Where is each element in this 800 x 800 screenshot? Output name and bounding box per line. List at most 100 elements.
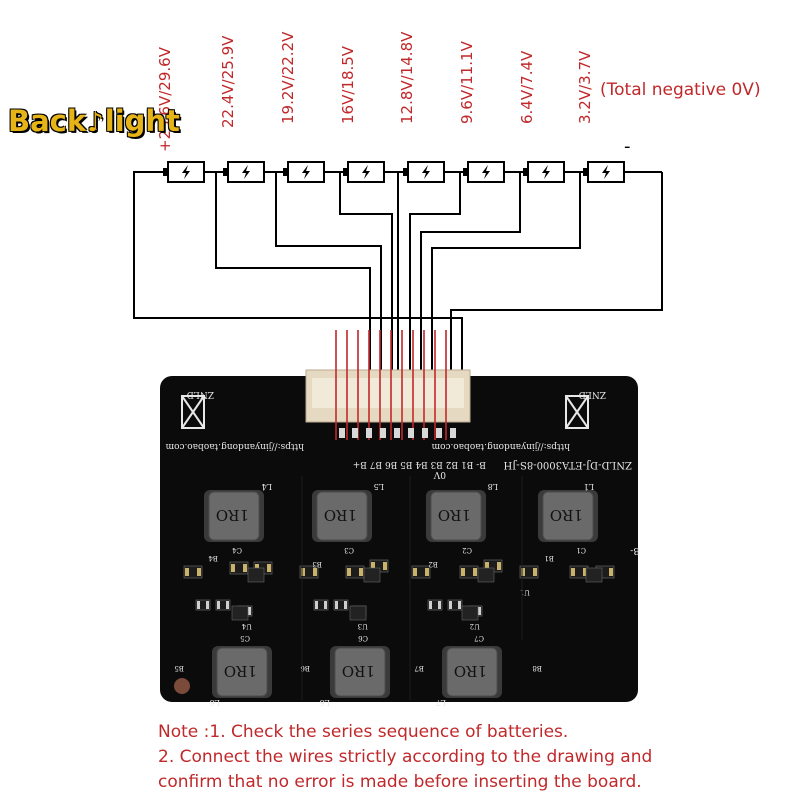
smd-end xyxy=(243,564,247,572)
inductor-body xyxy=(334,647,386,697)
znld-cross-b xyxy=(181,395,205,429)
connector-pin-8 xyxy=(436,428,442,438)
cap-label-3: C2 xyxy=(462,546,472,554)
smd-end xyxy=(609,568,613,576)
battery-cell-6 xyxy=(463,161,505,183)
smd-end xyxy=(371,562,375,570)
smd-small-1 xyxy=(195,599,211,611)
b-label-lower-3: B7 xyxy=(414,664,424,672)
smd-end xyxy=(226,601,229,609)
cap-label-4: C1 xyxy=(576,546,586,554)
znld-frame xyxy=(181,395,205,429)
b-label-3: B2 xyxy=(428,560,438,568)
smd-end xyxy=(458,601,461,609)
smd-end xyxy=(429,601,432,609)
connector-pin-6 xyxy=(408,428,414,438)
smd-end xyxy=(449,601,452,609)
battery-cell-2 xyxy=(223,161,265,183)
cell-label-6: 9.6V/11.1V xyxy=(458,41,476,124)
cap-label-lower-2: C6 xyxy=(358,634,368,642)
battery-cell-4 xyxy=(343,161,385,183)
ic-chip-3 xyxy=(461,605,479,621)
b-label-lower-1: B5 xyxy=(174,664,184,672)
logo-part2: light xyxy=(104,104,180,138)
inductor-marking: 1RO xyxy=(224,662,257,680)
zero-volt-label: 0V xyxy=(433,469,446,479)
lightning-icon xyxy=(242,165,250,179)
cap-label-lower-3: C7 xyxy=(474,634,484,642)
inductor-label-top-2: L5 xyxy=(374,482,384,491)
wire-b5 xyxy=(339,172,393,442)
smd-end xyxy=(473,568,477,576)
smd-end xyxy=(335,601,338,609)
inductor-label-top-3: L8 xyxy=(488,482,498,491)
smd-end xyxy=(438,601,441,609)
cell-label-7: 6.4V/7.4V xyxy=(518,50,536,124)
inductor-4: 1RO xyxy=(538,490,598,542)
battery-cell-8 xyxy=(583,161,625,183)
wire-b-plus xyxy=(133,171,463,442)
battery-cell-3 xyxy=(283,161,325,183)
smd-end xyxy=(425,568,429,576)
wire-b6 xyxy=(275,172,382,442)
battery-terminal xyxy=(223,168,228,176)
inductor-body xyxy=(316,491,368,541)
note-line-2: 2. Connect the wires strictly according … xyxy=(158,747,653,767)
inductor-marking: 1RO xyxy=(216,506,249,524)
note-line-1: Note :1. Check the series sequence of ba… xyxy=(158,722,569,742)
smd-end xyxy=(533,568,537,576)
inductor-label-top-1: L4 xyxy=(262,482,272,491)
smd-end xyxy=(347,568,351,576)
brand-logo: Back♪light xyxy=(8,104,180,138)
smd-end xyxy=(583,568,587,576)
inductor-7: 1RO xyxy=(442,646,502,698)
smd-end xyxy=(344,601,347,609)
znld-box-icon xyxy=(565,395,589,429)
u-label-4: U1 xyxy=(520,588,530,596)
battery-terminal xyxy=(283,168,288,176)
cap-label-1: C4 xyxy=(232,546,242,554)
smd-end xyxy=(324,601,327,609)
smd-small-8 xyxy=(447,599,463,611)
b-minus-label: B- xyxy=(630,545,640,555)
inductor-marking: 1RO xyxy=(550,506,583,524)
inductor-body xyxy=(542,491,594,541)
brand-label-left: ZNLD xyxy=(187,389,214,399)
znld-box-icon xyxy=(181,395,205,429)
inductor-label-top-4: L1 xyxy=(584,482,594,491)
smd-end xyxy=(231,564,235,572)
battery-cell-5 xyxy=(403,161,445,183)
smd-small-2 xyxy=(215,599,231,611)
cap-label-lower-1: C5 xyxy=(240,634,250,642)
inductor-3: 1RO xyxy=(426,490,486,542)
u-label-2: U3 xyxy=(358,622,368,630)
negative-terminal-symbol: - xyxy=(624,136,631,157)
inductor-body xyxy=(446,647,498,697)
connector-pin-1 xyxy=(339,428,345,438)
smd-small-7 xyxy=(427,599,443,611)
inductor-body xyxy=(216,647,268,697)
smd-end xyxy=(497,562,501,570)
smd-end xyxy=(248,607,251,615)
b-label-2: B3 xyxy=(312,560,322,568)
ic-chip-6 xyxy=(477,567,495,583)
smd-end xyxy=(413,568,417,576)
wire-b2 xyxy=(420,172,521,442)
znld-frame xyxy=(565,395,589,429)
inductor-marking: 1RO xyxy=(324,506,357,524)
battery-cell-7 xyxy=(523,161,565,183)
inductor-marking: 1RO xyxy=(438,506,471,524)
lightning-icon xyxy=(602,165,610,179)
url-label-right: https://jinyandong.taobao.com xyxy=(431,441,570,451)
battery-terminal xyxy=(583,168,588,176)
cell-label-5: 12.8V/14.8V xyxy=(398,31,416,124)
music-note-icon: ♪ xyxy=(87,108,104,138)
smd-end xyxy=(383,562,387,570)
cell-label-2: 22.4V/25.9V xyxy=(219,35,237,128)
connector-pin-2 xyxy=(352,428,358,438)
connector-socket xyxy=(312,378,464,408)
smd-small-5 xyxy=(333,599,349,611)
cap-label-2: C3 xyxy=(344,546,354,554)
battery-cell-1 xyxy=(163,161,205,183)
